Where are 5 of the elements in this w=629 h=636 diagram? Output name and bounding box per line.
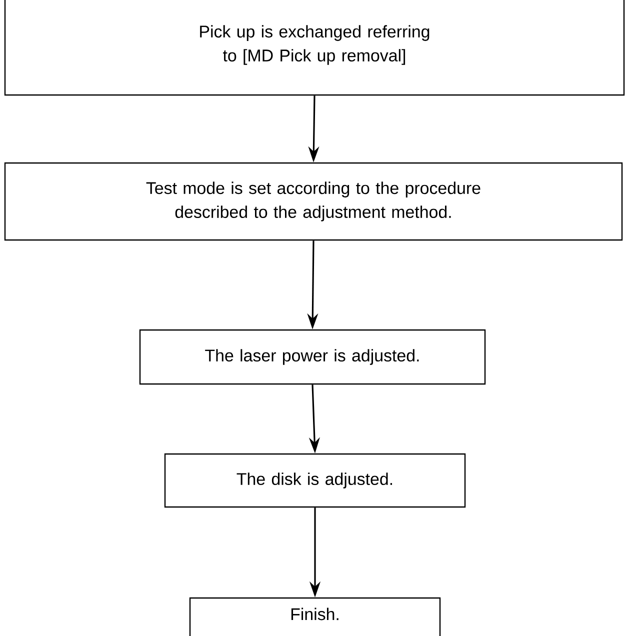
process-box: The laser power is adjusted. [139, 329, 486, 385]
process-box: Pick up is exchanged referring to [MD Pick up removal] [4, 0, 625, 96]
process-box: Finish. [189, 597, 441, 636]
process-box: The disk is adjusted. [164, 453, 466, 508]
process-box: Test mode is set according to the procedure described to the adjustment method. [4, 162, 623, 241]
